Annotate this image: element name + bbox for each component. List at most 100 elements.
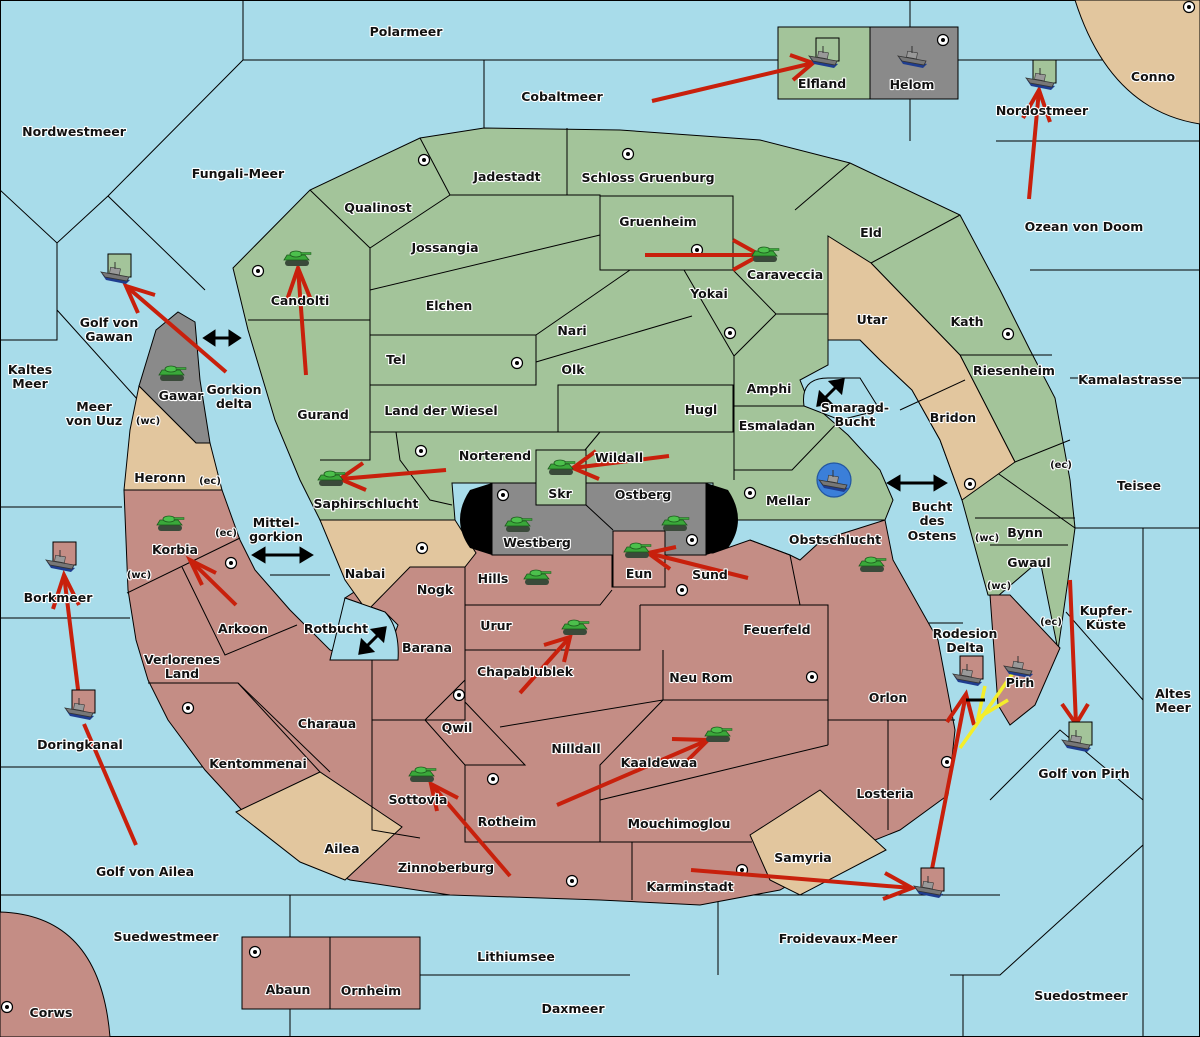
fleet-ship-icon[interactable] [897,46,927,68]
region-ornheim[interactable] [329,936,421,1010]
coast-label-wc: (wc) [136,416,160,427]
land-label-ostberg: Ostberg [615,487,672,502]
land-label-jadestadt: Jadestadt [472,169,540,184]
land-label-sund: Sund [692,567,728,582]
fleet-ship-icon[interactable] [100,262,130,284]
fleet-ship-icon[interactable] [64,698,94,720]
sea-label-gorkion: gorkion [249,529,303,544]
fleet-ship-icon[interactable] [1061,730,1091,752]
army-tank-icon[interactable] [704,726,733,742]
land-label-wildall: Wildall [595,450,643,465]
land-label-arkoon: Arkoon [218,621,268,636]
supply-centers [0,0,1196,1014]
region-conno[interactable] [1074,0,1200,125]
land-label-eun: Eun [626,566,652,581]
sea-label-kamalastrasse: Kamalastrasse [1078,372,1182,387]
order-arrow [930,689,976,870]
supply-center-icon [565,874,579,888]
fleet-unit[interactable] [100,253,132,284]
land-label-orlon: Orlon [869,690,908,705]
order-arrow [690,868,917,901]
army-tank-icon[interactable] [561,619,590,635]
army-tank-icon[interactable] [623,542,652,558]
region-skr[interactable] [535,449,587,506]
fleet-unit[interactable] [45,541,77,572]
land-label-caraveccia: Caraveccia [747,267,823,282]
land-label-urur: Urur [480,618,512,633]
army-tank-icon[interactable] [751,246,780,262]
fleet-ship-icon[interactable] [1025,68,1055,90]
bay-smaragd[interactable] [803,377,881,421]
sea-label-ozean-von-doom: Ozean von Doom [1025,219,1144,234]
fleet-unit[interactable] [816,462,852,498]
fleet-ship-icon[interactable] [808,46,838,68]
fleet-ship-icon[interactable] [913,876,943,898]
order-arrow [428,780,512,878]
fleet-ship-icon[interactable] [45,550,75,572]
fleet-unit[interactable] [897,46,927,68]
region-utar[interactable] [827,235,1016,501]
land-label-elchen: Elchen [426,298,473,313]
supply-center-icon [414,444,428,458]
sea-label-suedwestmeer: Suedwestmeer [114,929,220,944]
army-tank-icon[interactable] [547,459,576,475]
sea-labels: PolarmeerCobaltmeerNordwestmeerFungali-M… [7,23,1193,1017]
army-tank-icon[interactable] [156,515,185,531]
land-label-verlorenes: Verlorenes [144,652,220,667]
army-tank-icon[interactable] [158,365,187,381]
supply-center-icon [963,477,977,491]
order-arrow [1021,85,1052,200]
army-tank-icon[interactable] [504,516,533,532]
land-label-sottovia: Sottovia [389,792,448,807]
coast-label-ec: (ec) [1040,617,1062,628]
land-label-land: Land [165,666,199,681]
order-arrow [185,555,238,607]
supply-center-icon [510,356,524,370]
sea-label-nordwestmeer: Nordwestmeer [22,124,127,139]
supply-center-icon [417,153,431,167]
land-label-zinnoberburg: Zinnoberburg [398,860,494,875]
fleet-unit[interactable] [1025,59,1057,90]
fleet-unit[interactable] [913,867,945,898]
region-ailea[interactable] [235,771,403,881]
fleet-unit[interactable] [1003,656,1033,678]
land-label-nari: Nari [557,323,586,338]
army-tank-icon[interactable] [408,766,437,782]
supply-center-icon [936,33,950,47]
fleet-unit[interactable] [1061,721,1093,752]
land-label-land-der-wiesel: Land der Wiesel [384,403,497,418]
army-tank-icon[interactable] [858,556,887,572]
sea-label-golf-von-ailea: Golf von Ailea [96,864,194,879]
army-tank-icon[interactable] [523,569,552,585]
supply-center-icon [805,670,819,684]
fleet-unit[interactable] [952,655,984,686]
army-tank-icon[interactable] [283,250,312,266]
fleet-unit[interactable] [64,689,96,720]
land-label-skr: Skr [548,486,572,501]
fleet-unit[interactable] [808,37,840,68]
land-label-heronn: Heronn [134,470,186,485]
fleet-ship-icon[interactable] [1003,656,1033,678]
sea-label-kaltes: Kaltes [8,362,52,377]
sea-label-fungali-meer: Fungali-Meer [192,166,285,181]
land-label-westberg: Westberg [503,535,571,550]
fleet-ship-icon[interactable] [952,664,982,686]
order-arrows [51,53,1090,901]
region-samyria[interactable] [749,789,887,896]
land-label-qualinost: Qualinost [344,200,411,215]
land-label-gurand: Gurand [297,407,349,422]
land-label-bridon: Bridon [930,410,976,425]
land-label-esmaladan: Esmaladan [739,418,815,433]
supply-center-icon [723,326,737,340]
sea-label-smaragd: Smaragd- [821,400,889,415]
fleet-ship-icon[interactable] [818,470,848,492]
army-tank-icon[interactable] [317,470,346,486]
sea-label-von-uuz: von Uuz [66,413,122,428]
region-corws[interactable] [0,911,111,1037]
supply-center-icon [415,541,429,555]
land-label-saphirschlucht: Saphirschlucht [314,496,419,511]
bay-rotbucht[interactable] [329,597,399,661]
army-tank-icon[interactable] [661,515,690,531]
